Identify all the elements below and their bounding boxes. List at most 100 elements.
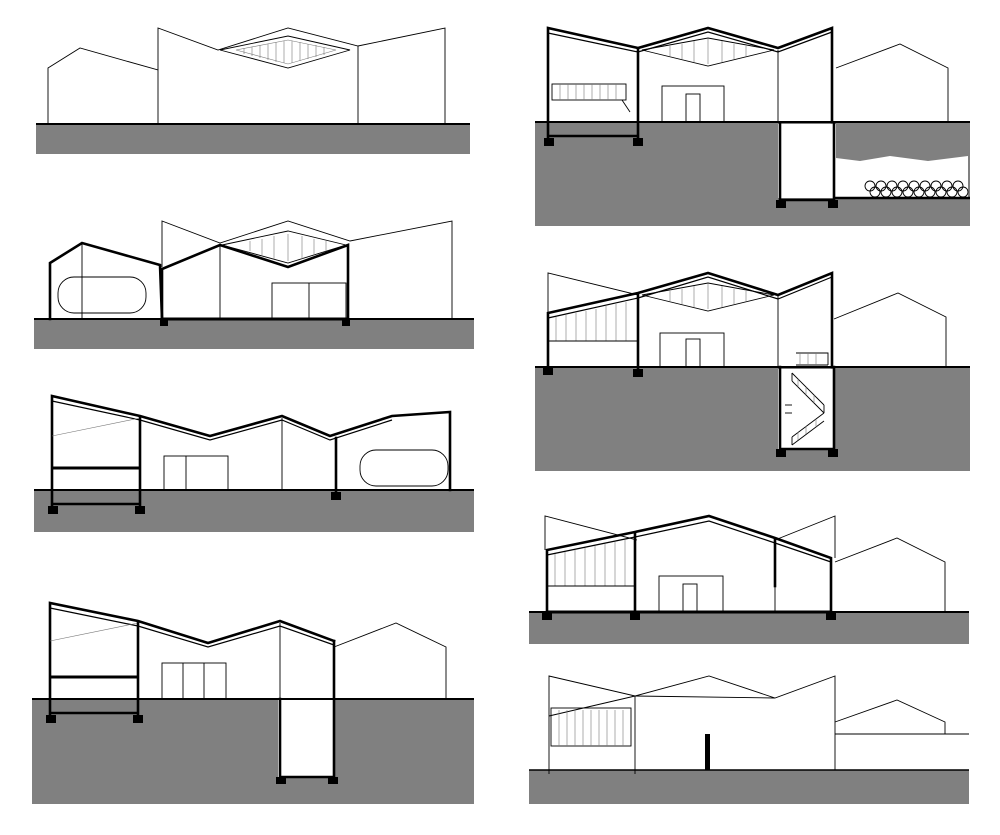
ground-mass: [535, 367, 970, 471]
wall-opening: [661, 85, 725, 123]
section-drawing-5: [535, 26, 970, 226]
barrels: [864, 180, 969, 198]
section-panel-8: [525, 670, 975, 810]
section-drawing-6: [535, 271, 970, 471]
door: [685, 93, 701, 123]
skylight-outline: [641, 282, 775, 312]
main-hall-structure: [160, 243, 350, 321]
roof-structure: [545, 514, 833, 614]
hidden-line: [51, 417, 141, 437]
skylight-outline: [641, 37, 775, 67]
gallery-hatch: [555, 302, 627, 341]
door: [685, 338, 701, 368]
barrel-store-void: [836, 156, 968, 198]
footing: [630, 612, 640, 620]
skylight-hatch: [243, 41, 325, 63]
stair-treads: [797, 353, 817, 440]
section-panel-2: [30, 215, 480, 355]
stairwell-void: [778, 369, 834, 449]
basement-walls: [278, 639, 336, 779]
gallery-railing: [551, 83, 627, 101]
background-outline: [833, 292, 947, 367]
footing: [331, 492, 341, 500]
footing: [276, 777, 286, 784]
elevation-drawing-8: [529, 675, 969, 804]
section-panel-3: [30, 388, 480, 538]
freestanding-pier: [705, 734, 710, 770]
roof-structure: [48, 601, 336, 717]
footing: [776, 200, 786, 208]
footing: [776, 449, 786, 457]
footing: [342, 319, 350, 326]
basement-void: [278, 699, 334, 777]
roof-structure: [546, 271, 834, 369]
footing: [543, 367, 553, 375]
background-outline: [835, 43, 949, 122]
roof-ghost: [774, 515, 836, 558]
hidden-line: [548, 695, 776, 717]
wall-opening: [658, 575, 724, 613]
roof-structure: [546, 26, 834, 140]
tank-outline: [359, 449, 449, 487]
roof-structure: [50, 394, 452, 508]
section-panel-6: [530, 265, 975, 475]
glazed-door: [163, 455, 229, 491]
section-drawing-2: [34, 220, 474, 349]
footing: [542, 612, 552, 620]
skylight-inner: [235, 39, 337, 65]
footing: [828, 200, 838, 208]
section-drawing-3: [34, 394, 474, 532]
section-panel-5: [530, 20, 975, 230]
ground-mass: [529, 770, 969, 804]
glazed-door: [161, 662, 227, 700]
gallery-hatch: [558, 710, 624, 746]
footing: [160, 319, 168, 326]
footing: [828, 449, 838, 457]
roof-underside: [547, 276, 833, 319]
outline-left-volume: [47, 47, 159, 124]
background-outline: [161, 220, 453, 319]
skylight-hatch: [249, 234, 327, 261]
door: [682, 583, 698, 613]
stair-flights: [785, 352, 829, 446]
roof-underside: [51, 400, 393, 441]
skylight-outline: [221, 230, 348, 264]
cellar-walls: [778, 122, 836, 202]
ground-mass: [36, 124, 470, 154]
footing: [544, 138, 554, 146]
footing: [826, 612, 836, 620]
background-outline: [333, 622, 447, 699]
elevation-drawing-1: [36, 27, 470, 154]
hidden-line: [49, 622, 139, 642]
tank-outline: [57, 276, 147, 314]
section-drawing-4: [32, 601, 474, 804]
roof-ghost: [547, 272, 639, 315]
section-panel-1: [30, 20, 480, 160]
ground-mass: [34, 490, 474, 532]
roof-underside: [547, 31, 833, 53]
footing: [633, 369, 643, 377]
ground-mass: [32, 699, 474, 804]
footing: [135, 506, 145, 514]
skylight-outline: [219, 35, 351, 69]
skylight-hatch: [669, 39, 747, 64]
outline-roof-zigzag: [157, 27, 446, 124]
section-drawing-7: [529, 514, 969, 644]
footing: [46, 715, 56, 723]
footing: [633, 138, 643, 146]
footing: [133, 715, 143, 723]
wall-opening: [659, 332, 725, 368]
gallery-hatch: [554, 540, 626, 586]
stairwell-walls: [778, 365, 836, 451]
railing-hatch: [559, 84, 617, 100]
footing: [328, 777, 338, 784]
background-outline: [834, 699, 946, 734]
ground-mass: [529, 612, 969, 644]
roof-ghost: [544, 515, 638, 550]
footing: [48, 506, 58, 514]
ground-mass: [34, 319, 474, 349]
outline-roof-zigzag: [548, 675, 836, 774]
section-panel-7: [525, 510, 975, 650]
section-panel-4: [30, 595, 480, 810]
